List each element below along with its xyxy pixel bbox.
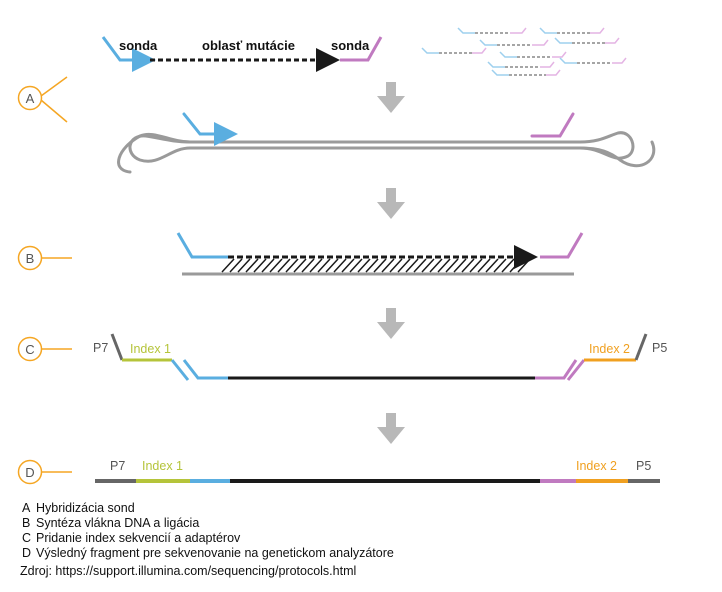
mutation-region-label: oblasť mutácie	[202, 38, 295, 53]
right-probe	[340, 36, 383, 62]
legend-key: D	[22, 546, 32, 560]
base-pairing-hatches	[221, 258, 531, 273]
extension-right-probe	[540, 232, 584, 259]
index1-label-c: Index 1	[130, 342, 171, 356]
down-arrow-3	[377, 308, 405, 339]
step-c-letter: C	[25, 342, 34, 357]
left-probe	[101, 36, 156, 72]
p7-label-c: P7	[93, 341, 108, 355]
extension-left-probe	[176, 232, 228, 259]
index-adapter-addition: P7 Index 1 Index 2 P5	[93, 333, 667, 381]
legend-item-a: A Hybridizácia sond	[22, 501, 394, 516]
probe-left-label: sonda	[119, 38, 158, 53]
legend-key: B	[22, 516, 31, 530]
index1-label-d: Index 1	[142, 459, 183, 473]
p5-label-d: P5	[636, 459, 651, 473]
legend-text: Hybridizácia sond	[36, 501, 135, 515]
extension-ligation	[176, 232, 584, 276]
step-d-letter: D	[25, 465, 34, 480]
legend-text: Syntéza vlákna DNA a ligácia	[36, 516, 200, 530]
legend-text: Výsledný fragment pre sekvenovanie na ge…	[36, 546, 394, 560]
index2-label-d: Index 2	[576, 459, 617, 473]
probe-right-label: sonda	[331, 38, 370, 53]
step-b-marker: B	[17, 245, 72, 271]
legend-text: Pridanie index sekvencií a adaptérov	[36, 531, 241, 545]
hybridization-dna	[117, 112, 656, 174]
source-citation: Zdroj: https://support.illumina.com/sequ…	[20, 564, 357, 578]
p7-label-d: P7	[110, 459, 125, 473]
step-d-marker: D	[17, 459, 72, 485]
probe-pool	[421, 27, 627, 76]
step-a-letter: A	[26, 91, 35, 106]
hybridized-right-probe	[530, 112, 575, 138]
p5-adapter-c	[634, 333, 648, 361]
index2-label-c: Index 2	[589, 342, 630, 356]
legend: A Hybridizácia sond B Syntéza vlákna DNA a…	[22, 501, 394, 561]
final-fragment: P7 Index 1 Index 2 P5	[95, 459, 660, 483]
down-arrow-4	[377, 413, 405, 444]
down-arrow-2	[377, 188, 405, 219]
probe-diagram: sonda oblasť mutácie sonda	[101, 36, 383, 72]
legend-key: C	[22, 531, 32, 545]
step-a-marker: A	[17, 76, 68, 123]
hybridized-left-probe	[182, 112, 238, 146]
legend-key: A	[22, 501, 31, 515]
legend-item-c: C Pridanie index sekvencií a adaptérov	[22, 531, 394, 546]
legend-item-d: D Výsledný fragment pre sekvenovanie na g…	[22, 546, 394, 561]
legend-item-b: B Syntéza vlákna DNA a ligácia	[22, 516, 394, 531]
step-b-letter: B	[26, 251, 35, 266]
p7-adapter-c	[110, 333, 124, 361]
down-arrow-1	[377, 82, 405, 113]
step-c-marker: C	[17, 336, 72, 362]
p5-label-c: P5	[652, 341, 667, 355]
